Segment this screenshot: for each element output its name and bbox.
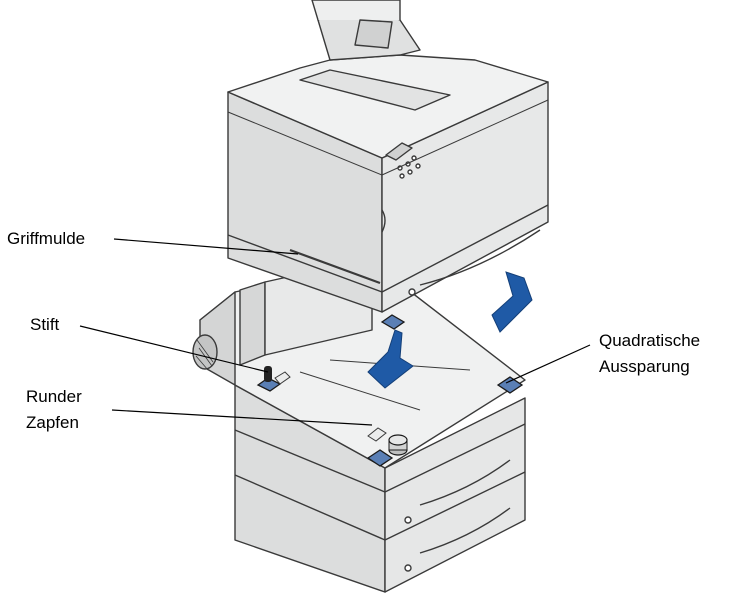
stift-pin xyxy=(264,366,291,385)
square-pad-right xyxy=(496,376,524,394)
drawer-unit xyxy=(192,261,526,593)
label-griffmulde: Griffmulde xyxy=(7,229,86,248)
down-arrow-center xyxy=(367,329,414,389)
leader-griffmulde xyxy=(113,238,299,255)
square-pad-mid xyxy=(380,314,406,330)
leader-quadratische xyxy=(505,344,591,384)
square-pad-front xyxy=(366,449,394,467)
down-arrow-right xyxy=(491,271,533,333)
label-quadratische-line2: Aussparung xyxy=(599,357,690,376)
round-peg xyxy=(367,427,408,456)
printer-unit xyxy=(227,0,549,313)
leader-runder-zapfen xyxy=(111,409,373,426)
label-stift: Stift xyxy=(30,315,60,334)
label-runder-zapfen-line2: Zapfen xyxy=(26,413,79,432)
leader-stift xyxy=(79,325,269,373)
label-quadratische-line1: Quadratische xyxy=(599,331,701,350)
label-runder-zapfen-line1: Runder xyxy=(26,387,82,406)
leader-lines xyxy=(79,238,591,426)
